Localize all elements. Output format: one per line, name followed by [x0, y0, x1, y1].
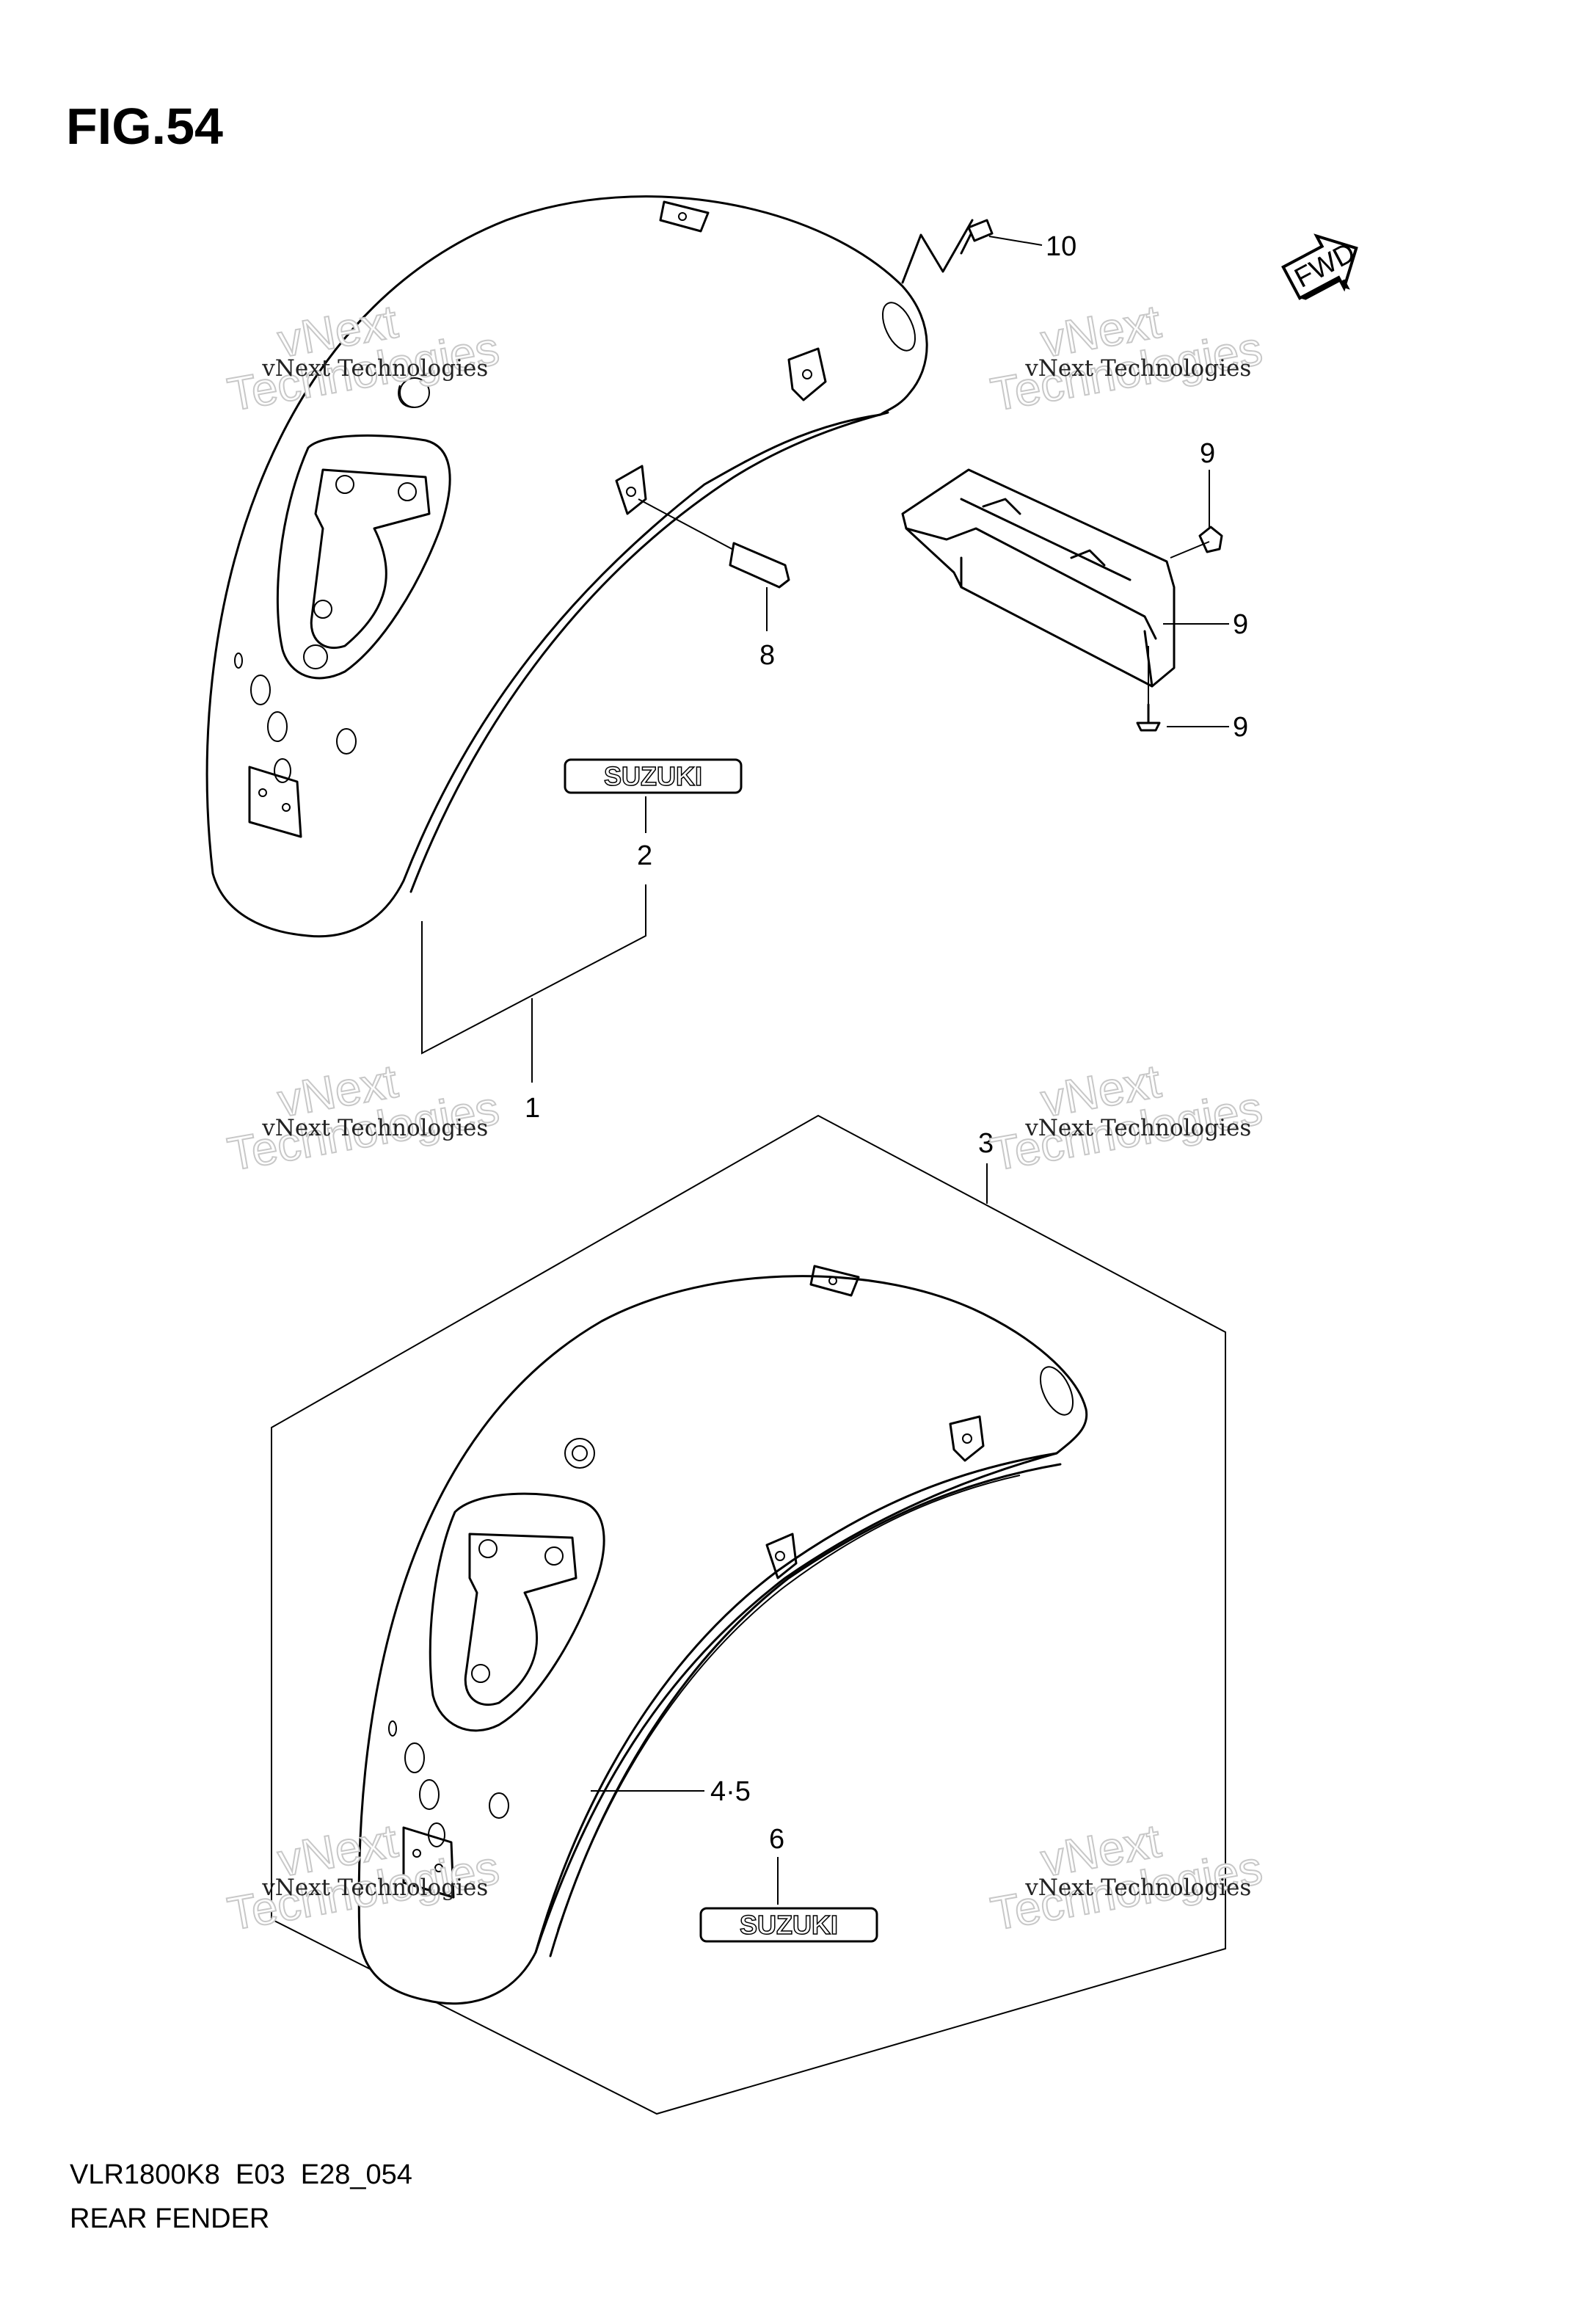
model-code: VLR1800K8 E03 E28_054 — [70, 2159, 412, 2190]
svg-text:vNext Technologies: vNext Technologies — [1024, 355, 1251, 382]
watermark-top-right: Technologies vNext vNext Technologies — [986, 294, 1267, 421]
emblem-2: SUZUKI — [564, 758, 743, 833]
svg-text:vNext Technologies: vNext Technologies — [261, 1875, 488, 1901]
svg-text:vNext Technologies: vNext Technologies — [1024, 1115, 1251, 1141]
callout-1: 1 — [525, 1093, 540, 1124]
rear-fender-upper — [205, 195, 928, 938]
callout-7: 8 — [759, 640, 775, 671]
callout-3: 3 — [978, 1128, 994, 1159]
svg-text:vNext Technologies: vNext Technologies — [1024, 1875, 1251, 1901]
section-name: REAR FENDER — [70, 2203, 269, 2234]
callout-9-lower-text: 9 — [1233, 712, 1248, 743]
callout-10: 10 — [1046, 231, 1076, 262]
group-bracket-1-2 — [421, 884, 646, 1055]
callout-2: 2 — [637, 840, 652, 871]
watermark-mid-left: Technologies vNext vNext Technologies — [223, 1053, 503, 1181]
rear-fender-lower — [357, 1265, 1088, 2005]
bracket-8 — [901, 468, 1229, 688]
bolt-7 — [638, 498, 790, 631]
emblem-6: SUZUKI — [699, 1857, 878, 1943]
emblem-text-6: SUZUKI — [740, 1910, 838, 1940]
bolt-10 — [960, 219, 1043, 255]
break-mark — [901, 219, 974, 284]
callout-6: 6 — [769, 1824, 784, 1855]
clip-9-upper — [1170, 470, 1223, 559]
clip-9-lower — [1136, 646, 1229, 732]
fwd-arrow-icon: FWD — [1281, 233, 1360, 300]
callout-8: 9 — [1233, 609, 1248, 640]
group-frame-3 — [271, 1114, 1226, 2115]
figure-title: FIG.54 — [66, 98, 223, 155]
svg-text:vNext Technologies: vNext Technologies — [261, 355, 488, 382]
emblem-text-2: SUZUKI — [604, 761, 702, 791]
svg-text:vNext Technologies: vNext Technologies — [261, 1115, 488, 1141]
callout-4-5: 4·5 — [710, 1776, 751, 1807]
callout-9-upper: 9 — [1200, 438, 1215, 469]
watermark-bottom-right: Technologies vNext vNext Technologies — [986, 1813, 1267, 1941]
watermark-mid-right: Technologies vNext vNext Technologies — [986, 1053, 1267, 1181]
